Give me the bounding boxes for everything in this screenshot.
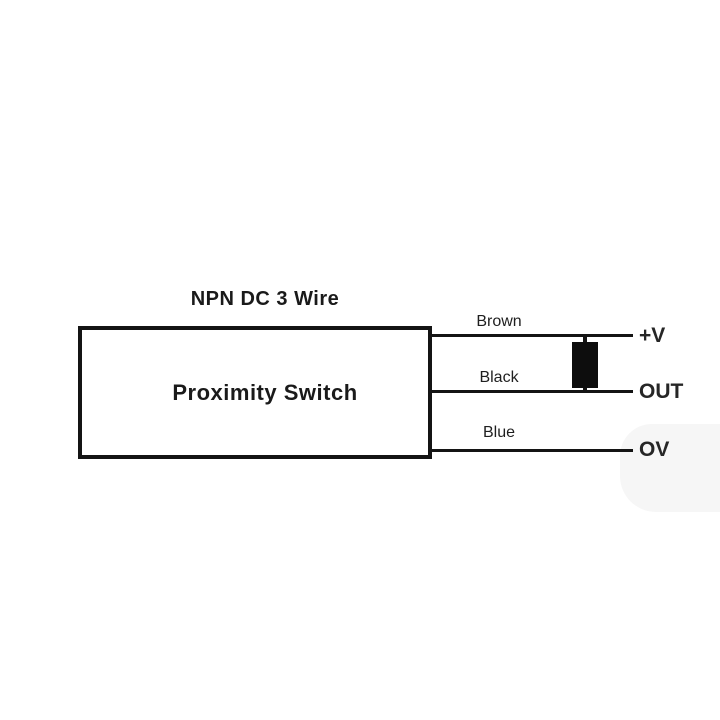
diagram-title: NPN DC 3 Wire xyxy=(190,288,340,310)
terminal-label-plus-v: +V xyxy=(639,324,666,347)
wire-brown xyxy=(430,334,633,337)
wire-black xyxy=(430,390,633,393)
watermark-blob xyxy=(620,424,720,512)
wire-label-black: Black xyxy=(479,369,519,386)
terminal-label-ov: OV xyxy=(639,438,670,461)
wire-label-brown: Brown xyxy=(476,313,522,330)
proximity-switch-label: Proximity Switch xyxy=(172,379,358,405)
wire-label-blue: Blue xyxy=(482,424,516,441)
load-block-icon xyxy=(572,342,598,388)
proximity-switch-box: Proximity Switch xyxy=(78,326,432,459)
wire-blue xyxy=(430,449,633,452)
terminal-label-out: OUT xyxy=(639,380,684,403)
